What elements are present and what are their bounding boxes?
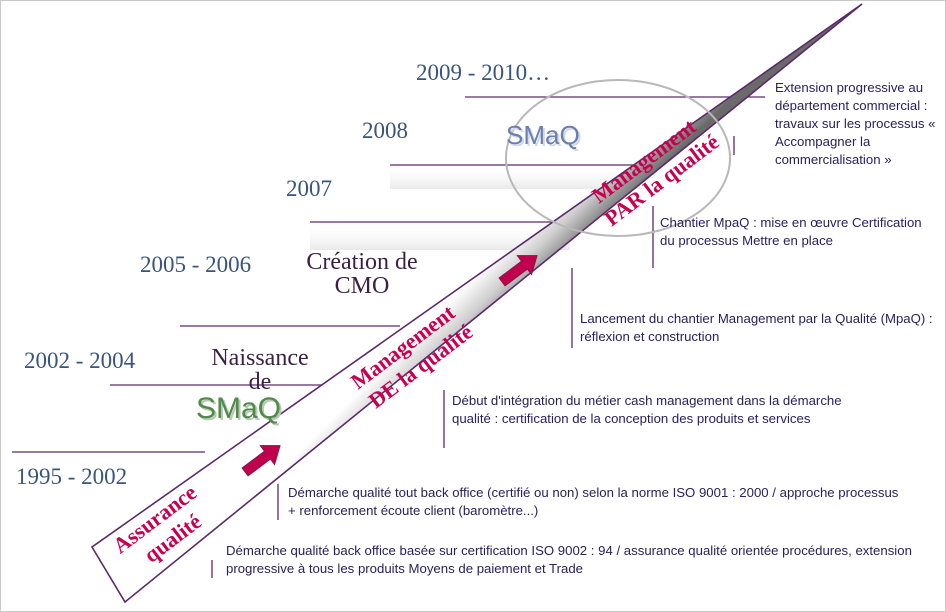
highlight-ellipse — [505, 79, 731, 237]
note-2002: Démarche qualité tout back office (certi… — [288, 485, 899, 518]
note-2008: Chantier MpaQ : mise en œuvre Certificat… — [660, 215, 922, 248]
year-2007: 2007 — [286, 176, 332, 201]
year-2009-2010: 2009 - 2010… — [416, 60, 551, 85]
smaq-logo-blue: SMaQ — [506, 120, 580, 150]
milestone-naissance: Naissance de — [211, 345, 309, 395]
note-2007: Lancement du chantier Management par la … — [580, 311, 933, 344]
year-2002-2004: 2002 - 2004 — [24, 348, 136, 373]
milestone-creation-cmo: Création de CMO — [306, 249, 418, 299]
magenta-arrow-1 — [241, 445, 281, 477]
note-2005: Début d'intégration du métier cash manag… — [452, 393, 842, 426]
smaq-logo-green: SMaQ — [196, 392, 282, 425]
year-2005-2006: 2005 - 2006 — [140, 252, 252, 277]
magenta-arrow-2 — [498, 255, 538, 287]
note-connectors — [211, 136, 735, 578]
main-arrow — [90, 3, 863, 604]
year-1995-2002: 1995 - 2002 — [16, 464, 128, 489]
note-2009: Extension progressive au département com… — [775, 80, 936, 167]
note-1995: Démarche qualité back office basée sur c… — [226, 543, 912, 576]
band-2008 — [390, 165, 640, 189]
year-2008: 2008 — [362, 118, 408, 143]
magenta-arrows — [241, 255, 538, 477]
